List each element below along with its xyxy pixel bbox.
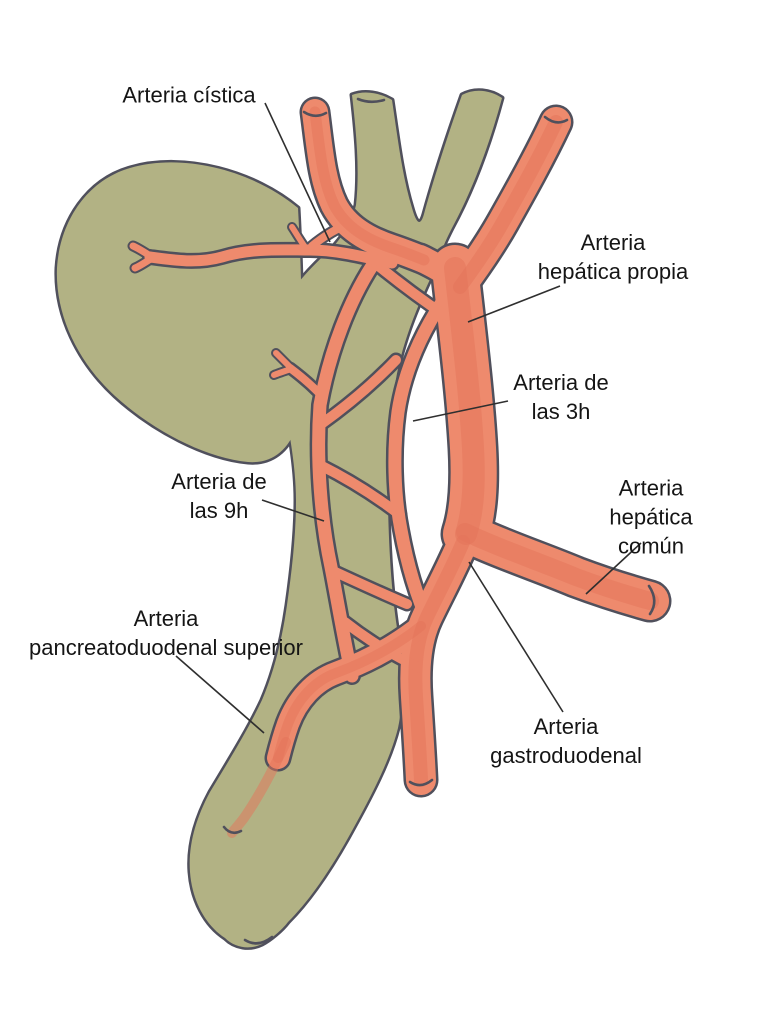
label-arteria-pancreatoduodenal: Arteria pancreatoduodenal superior <box>29 605 303 660</box>
label-arteria-cistica: Arteria cística <box>122 82 256 108</box>
vessel-cut-marks <box>222 110 656 835</box>
leader-hepatic-common <box>585 542 642 595</box>
label-arteria-de-las-3h: Arteria de las 3h <box>513 369 609 424</box>
leader-nine-h <box>261 499 325 522</box>
leader-gastroduodenal <box>468 561 564 713</box>
label-arteria-de-las-9h: Arteria de las 9h <box>171 468 267 523</box>
leader-three-h <box>412 400 509 422</box>
leader-cystic <box>264 102 331 243</box>
papilla-opening <box>243 935 274 945</box>
label-arteria-hepatica-comun: Arteria hepática común <box>609 475 693 559</box>
leader-lines <box>175 102 642 734</box>
label-arteria-gastroduodenal: Arteria gastroduodenal <box>490 713 642 768</box>
leader-pancreatoduodenal <box>175 655 265 734</box>
label-arteria-hepatica-propia: Arteria hepática propia <box>537 229 689 284</box>
biliary-ducts <box>57 91 502 948</box>
duct-cut-mark <box>356 97 386 104</box>
leader-hepatic-proper <box>467 285 561 323</box>
